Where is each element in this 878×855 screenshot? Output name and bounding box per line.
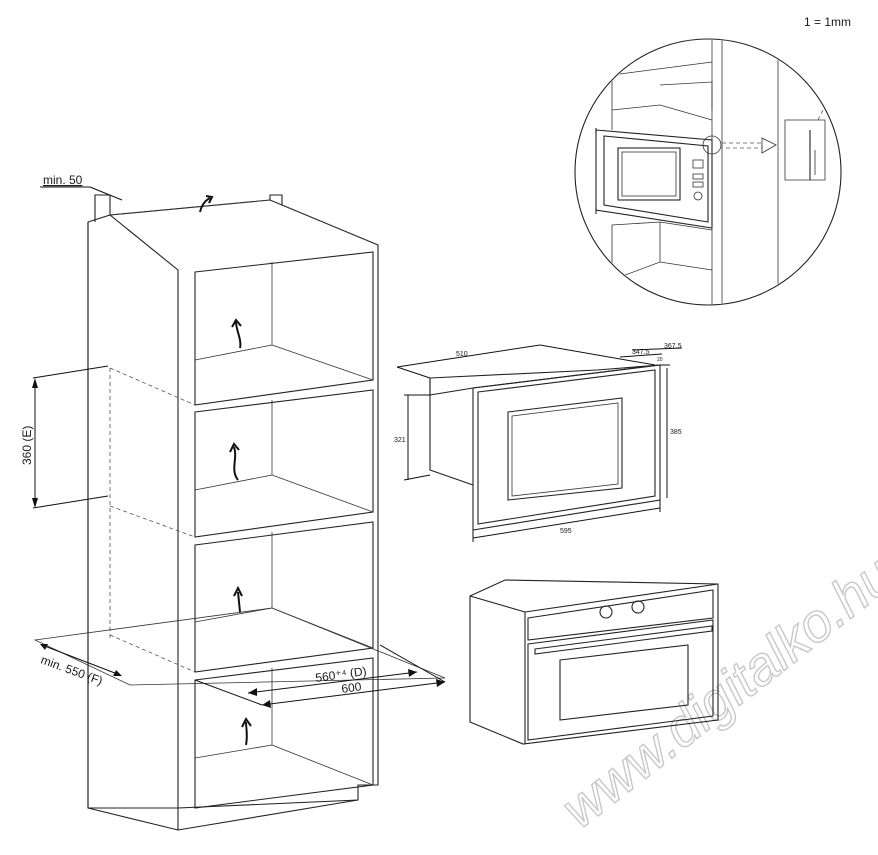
min-f-label: min. 550 (F) [39,653,105,688]
airflow-arrow-1 [235,321,242,349]
airflow-arrow-3 [237,591,241,613]
dim-347: 347.5 [632,349,650,356]
airflow-arrow-2 [233,446,239,481]
airflow-arrows [199,195,252,746]
width-600-label: 600 [340,679,362,696]
height-e-label: 360 (E) [20,426,34,465]
microwave-appliance: 510 347.5 367.5 20 321 385 595 [394,343,683,542]
dim-385: 385 [670,429,682,436]
dim-595: 595 [560,528,572,535]
cabinet-dimensions: min. 50 360 (E) min. 550 (F) 560⁺⁴ (D) 6… [20,173,446,708]
detail-inset [574,38,842,306]
scale-note: 1 = 1mm [804,15,851,29]
dim-321: 321 [394,437,406,444]
watermark: www.digitalko.hu [550,544,878,840]
dim-367: 367.5 [664,343,682,350]
watermark-text: www.digitalko.hu [550,545,878,840]
built-in-oven [469,579,719,745]
min-top-label: min. 50 [43,173,83,187]
airflow-arrow-4 [245,721,248,746]
dim-510: 510 [456,351,468,358]
airflow-arrow-top [199,197,211,213]
dim-20: 20 [657,357,663,363]
tall-cabinet [33,194,446,831]
